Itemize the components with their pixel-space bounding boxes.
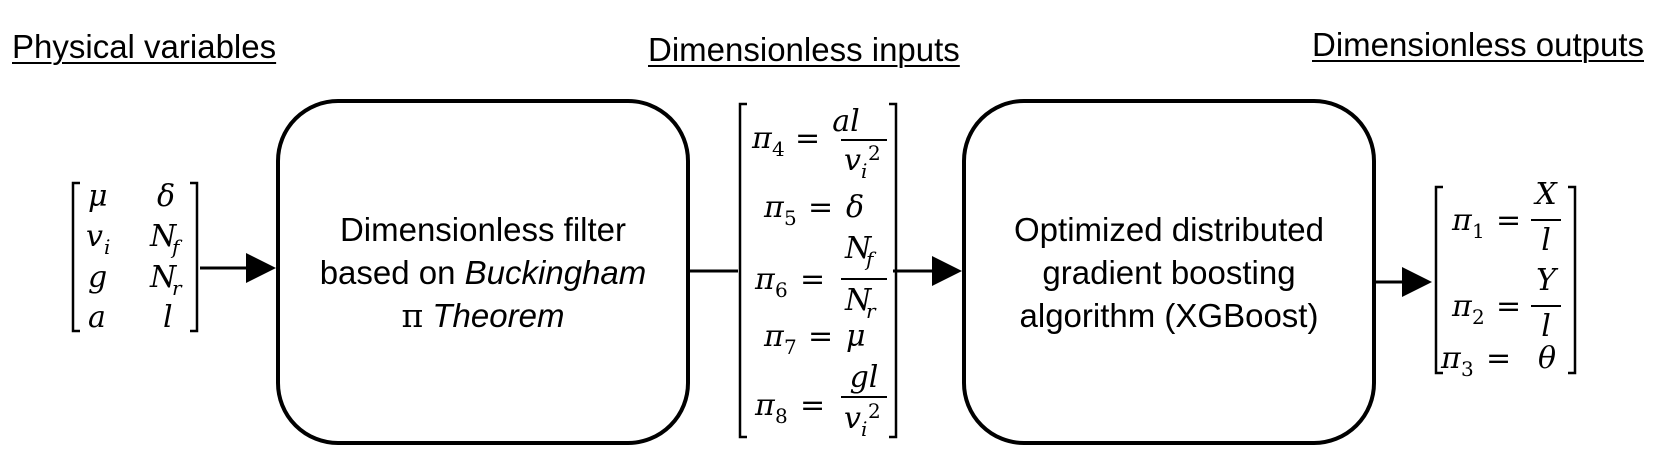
pi2-symbol: π — [1451, 289, 1473, 324]
left-bracket — [738, 102, 747, 439]
pi8-den-sup: 2 — [868, 399, 881, 423]
pi8-symbol: π — [754, 388, 776, 423]
right-bracket — [190, 181, 199, 333]
pi7-symbol: π — [763, 319, 785, 354]
right-bracket — [1568, 185, 1577, 375]
var-l: l — [163, 300, 173, 335]
dimensionless-outputs-matrix: π 1 = X l π 2 = Y l π 3 = θ — [1434, 177, 1577, 381]
pi8-eq: = — [800, 388, 825, 423]
pi4-num: al — [832, 104, 859, 139]
pi4-den-sup: 2 — [868, 141, 881, 165]
pi4-den: v — [844, 143, 861, 178]
pi6-sub: 6 — [775, 278, 788, 302]
xgboost-box: Optimized distributed gradient boosting … — [962, 99, 1376, 445]
pi1-sub: 1 — [1472, 219, 1485, 243]
pi5-eq: = — [808, 190, 833, 225]
pi5-symbol: π — [763, 190, 785, 225]
arrow-inputs-to-xgboost — [893, 256, 962, 286]
arrow-xgboost-to-outputs — [1376, 267, 1432, 297]
pi1-den: l — [1541, 223, 1551, 258]
filter-line-3: π Theorem — [401, 295, 565, 335]
var-v: v — [86, 219, 103, 254]
var-g: g — [88, 260, 107, 295]
var-Nr: N — [149, 260, 178, 295]
filter-line-1: Dimensionless filter — [339, 210, 627, 248]
var-N-sub-f: f — [170, 235, 183, 259]
heading-physical-variables: Physical variables — [12, 28, 277, 65]
var-N-sub-r: r — [172, 276, 183, 300]
pi7-sub: 7 — [784, 335, 797, 359]
pi3-sub: 3 — [1461, 357, 1474, 381]
pi4-den-sub: i — [861, 159, 867, 183]
pi6-den: N — [844, 283, 873, 318]
heading-dimensionless-outputs: Dimensionless outputs — [1312, 26, 1644, 63]
pi8-den: v — [844, 401, 861, 436]
pi4-eq: = — [795, 121, 820, 156]
pi6-num: N — [844, 231, 873, 266]
pi6-num-sub: f — [864, 247, 877, 271]
var-a: a — [88, 300, 106, 335]
xgb-line-3: algorithm (XGBoost) — [1019, 296, 1319, 334]
pi1-symbol: π — [1451, 203, 1473, 238]
var-delta: δ — [157, 179, 175, 214]
left-bracket — [71, 181, 80, 333]
arrow-physical-to-filter — [200, 253, 276, 283]
pi6-symbol: π — [754, 262, 776, 297]
pi6-eq: = — [800, 262, 825, 297]
pi2-num: Y — [1536, 263, 1559, 298]
xgb-line-2: gradient boosting — [1042, 253, 1296, 291]
pi4-sub: 4 — [772, 137, 785, 161]
pi3-value: θ — [1538, 341, 1556, 376]
pi3-symbol: π — [1440, 341, 1462, 376]
pi5-value: δ — [846, 190, 864, 225]
pi2-eq: = — [1496, 289, 1521, 324]
pi3-eq: = — [1486, 341, 1511, 376]
pi1-eq: = — [1496, 203, 1521, 238]
pi8-num: gl — [850, 360, 879, 395]
var-v-sub: i — [104, 235, 110, 259]
heading-dimensionless-inputs: Dimensionless inputs — [648, 31, 960, 68]
pi8-den-sub: i — [861, 417, 867, 441]
xgb-line-1: Optimized distributed — [1014, 210, 1324, 248]
pi1-num: X — [1533, 177, 1558, 212]
dimensionless-inputs-matrix: π 4 = al v i 2 π 5 = δ π 6 = N f N r π 7… — [738, 102, 898, 441]
dimensionless-filter-box: Dimensionless filter based on Buckingham… — [276, 99, 690, 445]
pi6-den-sub: r — [866, 299, 877, 323]
pi8-sub: 8 — [775, 404, 788, 428]
pi7-value: μ — [846, 319, 866, 354]
pi2-sub: 2 — [1472, 305, 1485, 329]
filter-line-2: based on Buckingham — [319, 253, 647, 291]
pi5-sub: 5 — [784, 206, 797, 230]
var-mu: μ — [88, 179, 108, 214]
var-N: N — [149, 219, 178, 254]
physical-variables-matrix: μ δ v i N f g N r a l — [71, 179, 199, 335]
left-bracket — [1434, 185, 1443, 375]
pi2-den: l — [1541, 309, 1551, 344]
pi7-eq: = — [808, 319, 833, 354]
pi4-symbol: π — [751, 121, 773, 156]
